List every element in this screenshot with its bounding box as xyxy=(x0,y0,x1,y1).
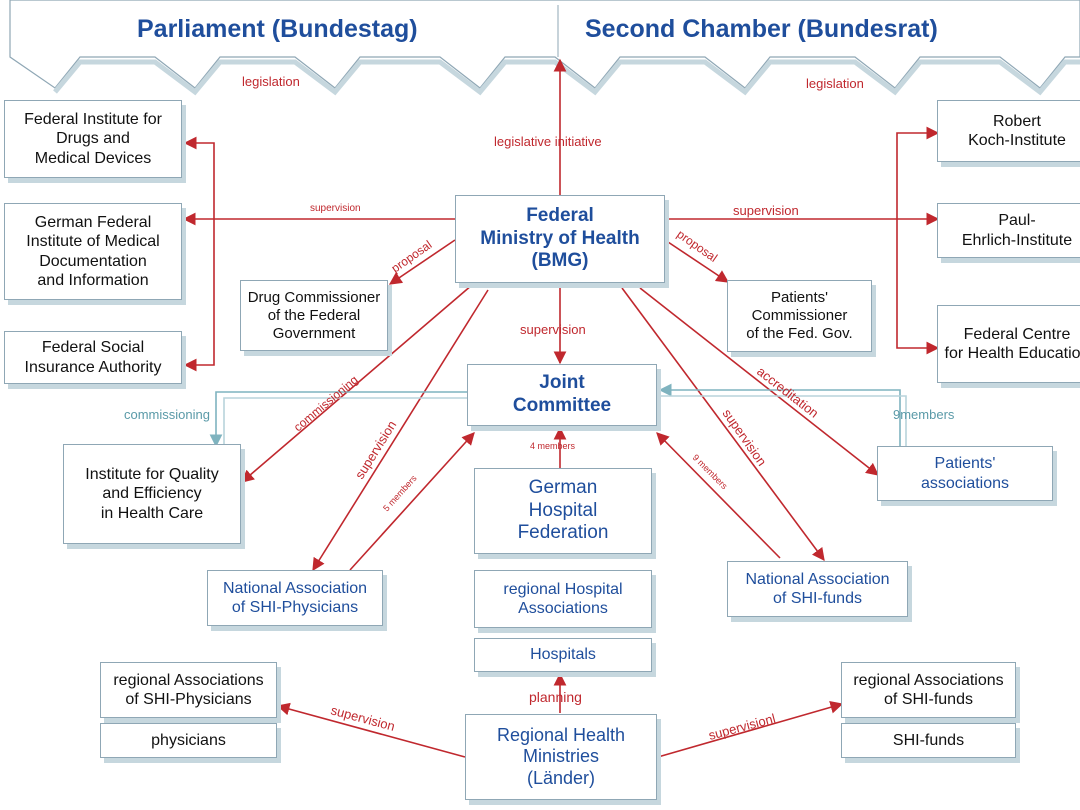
label-supervision-bottom-right: supervisionl xyxy=(707,711,777,743)
label-commissioning-red: commissioning xyxy=(291,373,361,435)
node-regional-health-ministries: Regional Health Ministries (Länder) xyxy=(465,714,657,800)
label-legislation-left: legislation xyxy=(242,74,300,89)
label-commissioning-teal: commissioning xyxy=(124,407,210,422)
edge-bracket-bzga xyxy=(896,219,940,355)
label-planning: planning xyxy=(529,689,582,705)
node-dimdi: German Federal Institute of Medical Docu… xyxy=(4,203,182,300)
edge-teal-nine-members xyxy=(658,383,901,447)
edge-supervision-bottom-left xyxy=(276,702,466,758)
edge-accreditation xyxy=(639,287,880,476)
node-hospitals: Hospitals xyxy=(474,638,652,672)
edge-proposal-drug xyxy=(388,239,456,285)
edge-teal-commissioning xyxy=(209,391,468,448)
edge-bracket-rki xyxy=(896,126,940,219)
edge-supervision-bottom-right xyxy=(657,701,844,758)
node-iqwig: Institute for Quality and Efficiency in … xyxy=(63,444,241,544)
label-nine-members-teal: 9members xyxy=(893,407,955,422)
node-bva: Federal Social Insurance Authority xyxy=(4,331,182,384)
edge-five-members xyxy=(349,432,475,571)
node-physicians: physicians xyxy=(100,723,277,758)
label-legislative-initiative: legislative initiative xyxy=(494,134,602,149)
parliament-title: Parliament (Bundestag) xyxy=(137,15,418,43)
edge-teal-nine-members-shadow xyxy=(660,395,907,447)
node-hospital-federation: German Hospital Federation xyxy=(474,468,652,554)
label-supervision-left: supervision xyxy=(310,203,361,214)
label-supervision-kbv: supervision xyxy=(352,418,400,482)
node-regional-hospital-associations: regional Hospital Associations xyxy=(474,570,652,628)
edge-bracket-bfarm xyxy=(183,136,215,219)
node-rki: Robert Koch-Institute xyxy=(937,100,1080,162)
node-pei: Paul- Ehrlich-Institute xyxy=(937,203,1080,258)
label-legislation-right: legislation xyxy=(806,76,864,91)
edge-nine-members xyxy=(656,432,781,559)
label-accreditation: accreditation xyxy=(754,364,821,421)
node-gkv: National Association of SHI-funds xyxy=(727,561,908,617)
label-supervision-gkv: supervision xyxy=(720,406,770,468)
node-kbv: National Association of SHI-Physicians xyxy=(207,570,383,626)
node-shi-funds: SHI-funds xyxy=(841,723,1016,758)
node-joint-committee: Joint Committee xyxy=(467,364,657,426)
node-patients-associations: Patients' associations xyxy=(877,446,1053,501)
edge-teal-commissioning-shadow xyxy=(223,397,472,446)
second-chamber-title: Second Chamber (Bundesrat) xyxy=(585,15,938,43)
label-proposal-right: proposal xyxy=(674,227,720,265)
edge-bracket-bva xyxy=(183,219,215,372)
edge-proposal-patients xyxy=(664,239,730,283)
edge-commissioning-iqwig xyxy=(241,284,473,483)
label-supervision-center: supervision xyxy=(520,322,586,337)
node-bfarm: Federal Institute for Drugs and Medical … xyxy=(4,100,182,178)
node-patients-commissioner: Patients' Commissioner of the Fed. Gov. xyxy=(727,280,872,352)
node-drug-commissioner: Drug Commissioner of the Federal Governm… xyxy=(240,280,388,351)
label-nine-members-red: 9 members xyxy=(691,452,730,491)
label-four-members: 4 members xyxy=(530,441,576,451)
edge-supervision-kbv xyxy=(312,289,489,572)
node-bmg: Federal Ministry of Health (BMG) xyxy=(455,195,665,283)
node-bzga: Federal Centre for Health Education xyxy=(937,305,1080,383)
node-regional-shi-funds: regional Associations of SHI-funds xyxy=(841,662,1016,718)
banner-shadow xyxy=(53,59,1080,96)
label-five-members: 5 members xyxy=(381,473,419,514)
parliament-banner xyxy=(9,0,1080,89)
label-supervision-right: supervision xyxy=(733,203,799,218)
node-regional-shi-physicians: regional Associations of SHI-Physicians xyxy=(100,662,277,718)
edge-supervision-gkv xyxy=(621,287,825,562)
